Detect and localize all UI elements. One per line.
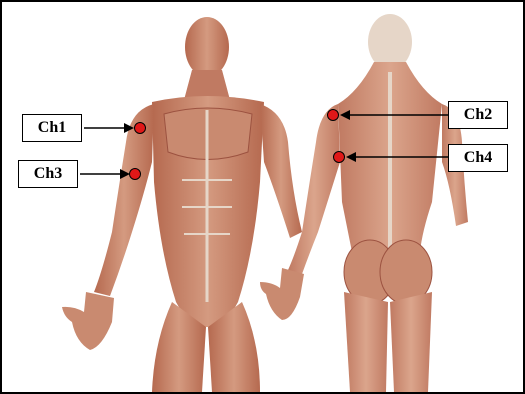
ch3-arrow <box>80 169 130 179</box>
ch4-label: Ch4 <box>448 144 508 172</box>
ch3-label: Ch3 <box>18 160 78 188</box>
ch2-electrode <box>328 110 339 121</box>
front-body-figure <box>62 17 302 392</box>
ch1-electrode <box>135 123 146 134</box>
back-right-leg <box>390 292 432 392</box>
front-neck <box>184 70 230 100</box>
ch4-electrode <box>334 152 345 163</box>
back-left-hand <box>260 268 304 320</box>
front-right-arm <box>260 104 302 238</box>
ch1-label: Ch1 <box>22 114 82 142</box>
front-head <box>185 17 229 77</box>
back-left-leg <box>344 292 388 392</box>
front-left-hand <box>62 292 114 350</box>
back-left-arm <box>288 104 340 274</box>
ch3-electrode <box>130 169 141 180</box>
ch2-label: Ch2 <box>448 101 508 129</box>
back-head <box>368 14 412 70</box>
ch1-arrow <box>84 123 134 133</box>
